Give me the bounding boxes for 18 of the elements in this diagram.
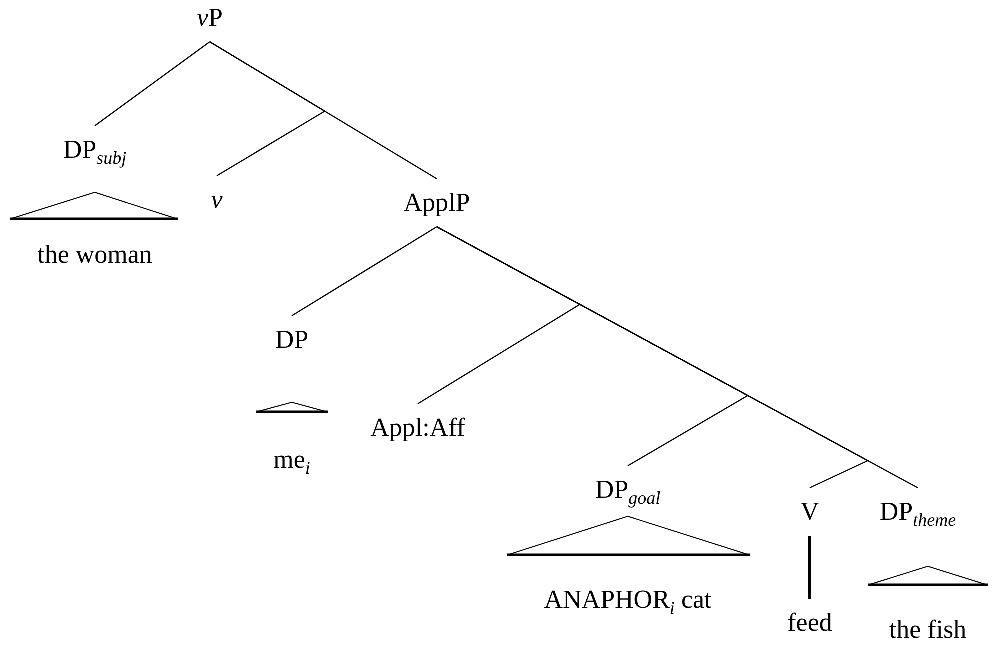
- branch-line: [210, 41, 438, 180]
- node-label: Appl:Aff: [366, 404, 470, 452]
- phrase-text: ANAPHOR$_{i}$ cat: [544, 586, 712, 614]
- node-label: vP: [193, 0, 227, 42]
- node-label: DP: [271, 316, 313, 364]
- phrase-text: me$_{i}$: [274, 446, 310, 474]
- node-label: DP$_{goal}$: [591, 466, 665, 514]
- node-label: V: [796, 488, 824, 536]
- node-label: ApplP: [400, 179, 474, 227]
- node-label: v: [207, 176, 227, 224]
- branch-line: [808, 536, 812, 599]
- phrase-text: the fish: [889, 616, 967, 644]
- node-label: feed: [784, 599, 836, 645]
- branch-line: [94, 42, 210, 126]
- branch-line: [292, 226, 438, 317]
- node-label: DP$_{subj}$: [59, 126, 131, 174]
- phrase-text: the woman: [38, 241, 152, 269]
- node-label: DP$_{theme}$: [876, 488, 960, 536]
